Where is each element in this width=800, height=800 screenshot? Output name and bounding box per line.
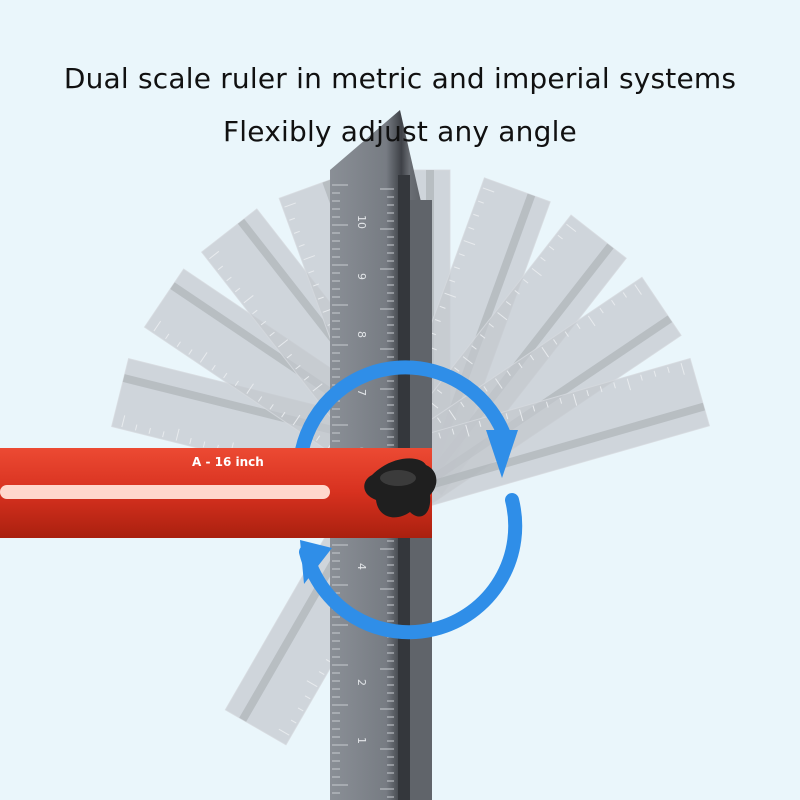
headline-metric-imperial: Dual scale ruler in metric and imperial … [63, 62, 737, 95]
red-arm: A - 16 inch [0, 448, 432, 538]
ruler-number: 4 [355, 563, 368, 570]
arrow-head-left [300, 540, 332, 584]
ruler-number: 9 [355, 273, 368, 280]
rotate-arrows-icon [295, 360, 513, 457]
ruler-number: 8 [355, 331, 368, 338]
headline-adjust-angle: Flexibly adjust any angle [223, 115, 577, 148]
red-arm-slot [0, 485, 330, 499]
rotate-arrows-icon-lower [299, 493, 523, 640]
arrow-head-right [486, 430, 518, 478]
ruler-number: 7 [355, 389, 368, 396]
ruler-number: 2 [355, 679, 368, 686]
ruler-number: 1 [355, 737, 368, 744]
locking-knob [364, 458, 437, 518]
rotation-arrows [295, 360, 523, 640]
arm-label: A - 16 inch [192, 455, 264, 469]
ruler-number: 10 [355, 215, 368, 229]
three-lobe-knob-icon [364, 458, 437, 518]
knob-highlight [380, 470, 416, 486]
